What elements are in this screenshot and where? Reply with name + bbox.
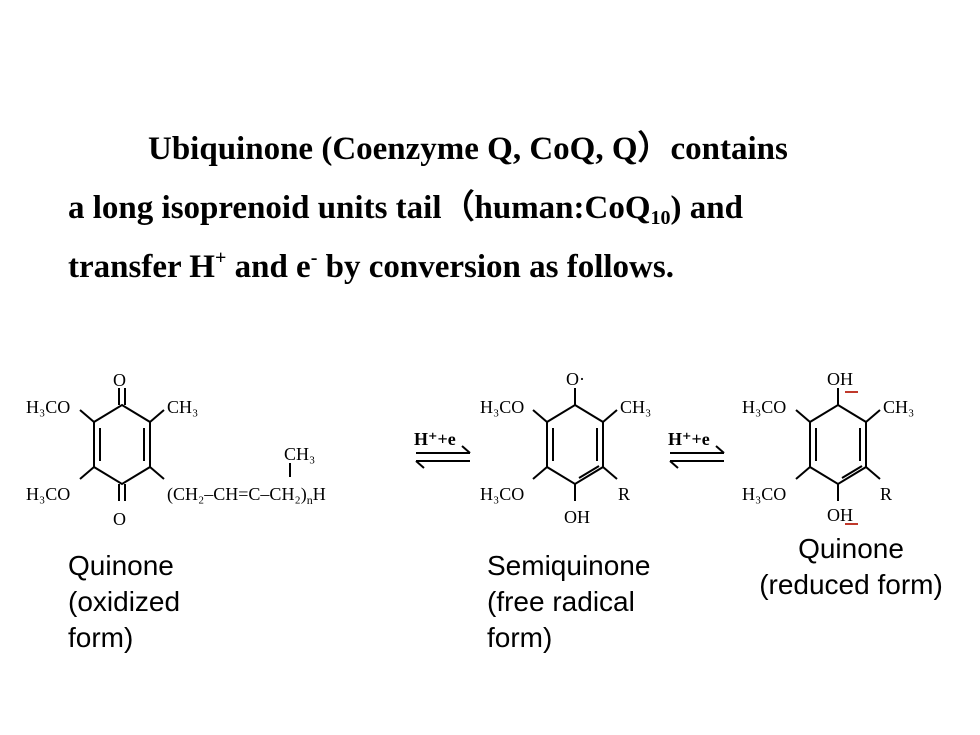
isoprenoid-tail-label: (CH₂–CH=C–CH₂)nH: [167, 484, 326, 507]
proton-superscript: +: [214, 247, 227, 269]
methyl-label: CH₃: [883, 397, 914, 417]
oxygen-radical-label: O·: [566, 369, 585, 389]
intro-text: transfer H: [68, 249, 215, 285]
caption-line: (free radical: [487, 586, 635, 617]
intro-line-2: a long isoprenoid units tail（human:CoQ10…: [68, 179, 928, 238]
quinone-reduced-structure: [795, 388, 881, 501]
methoxy-label: H₃CO: [480, 484, 524, 504]
methoxy-label: H₃CO: [26, 484, 70, 504]
intro-paragraph: Ubiquinone (Coenzyme Q, CoQ, Q）contains …: [68, 120, 928, 297]
caption-line: form): [68, 622, 134, 653]
r-group-label: R: [880, 484, 892, 504]
caption-semiquinone: Semiquinone (free radical form): [487, 548, 650, 656]
arrow-label: H⁺+e: [414, 429, 456, 449]
carbonyl-o-top: O: [113, 370, 126, 390]
equilibrium-arrow-icon: [415, 445, 471, 469]
semiquinone-structure: [532, 388, 618, 501]
reaction-scheme: O O H₃CO H₃CO CH₃ CH₃ (CH₂–CH=C–CH₂)nH H…: [26, 369, 914, 529]
caption-line: (reduced form): [759, 569, 943, 600]
methyl-label: CH₃: [620, 397, 651, 417]
methoxy-label: H₃CO: [480, 397, 524, 417]
caption-line: form): [487, 622, 553, 653]
intro-text: Ubiquinone (Coenzyme Q, CoQ, Q）contains: [148, 131, 788, 167]
hydroxyl-label: OH: [827, 505, 853, 525]
equilibrium-arrow-icon: [669, 445, 725, 469]
intro-line-3: transfer H+ and e- by conversion as foll…: [68, 238, 928, 297]
intro-text: ) and: [670, 190, 743, 226]
hydroxyl-label: OH: [827, 369, 853, 389]
intro-text: a long isoprenoid units tail（human:CoQ: [68, 190, 651, 226]
intro-line-1: Ubiquinone (Coenzyme Q, CoQ, Q）contains: [68, 120, 928, 179]
caption-line: Quinone: [68, 550, 174, 581]
arrow-label: H⁺+e: [668, 429, 710, 449]
intro-text: and e: [226, 249, 311, 285]
electron-superscript: -: [310, 247, 318, 269]
methoxy-label: H₃CO: [742, 397, 786, 417]
methyl-label: CH₃: [167, 397, 198, 417]
coq-subscript: 10: [650, 207, 671, 229]
caption-line: (oxidized: [68, 586, 181, 617]
r-group-label: R: [618, 484, 630, 504]
caption-line: Semiquinone: [487, 550, 651, 581]
carbonyl-o-bottom: O: [113, 509, 126, 529]
methoxy-label: H₃CO: [26, 397, 70, 417]
hydroxyl-label: OH: [564, 507, 590, 527]
methyl-label: CH₃: [284, 444, 315, 464]
caption-quinone-oxidized: Quinone (oxidized form): [68, 548, 180, 656]
methoxy-label: H₃CO: [742, 484, 786, 504]
intro-text: by conversion as follows.: [317, 249, 674, 285]
caption-line: Quinone: [798, 533, 904, 564]
quinone-oxidized-structure: [79, 388, 291, 501]
caption-quinone-reduced: Quinone (reduced form): [740, 531, 962, 603]
